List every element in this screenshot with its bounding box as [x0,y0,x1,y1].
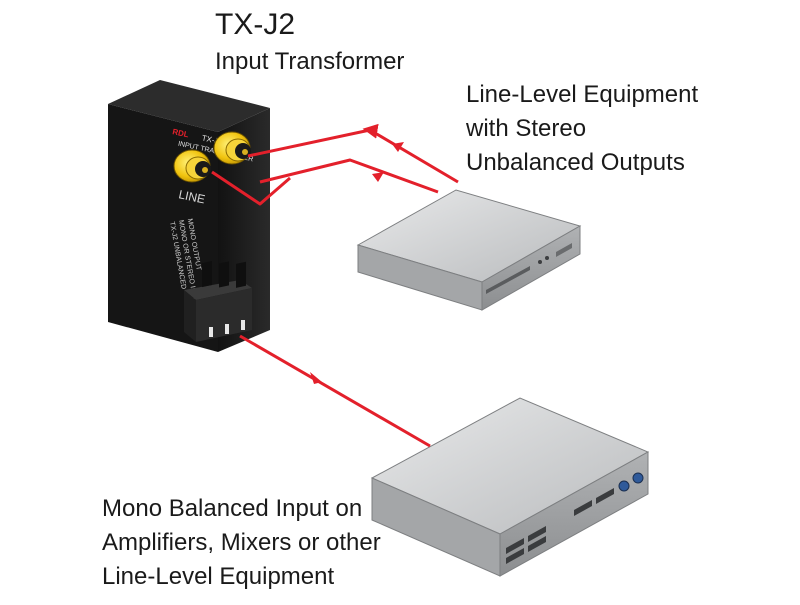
source-display [556,243,572,257]
destination-label-line-2: Amplifiers, Mixers or other [102,529,381,556]
destination-label-line-3: Line-Level Equipment [102,563,335,590]
destination-knob [618,480,630,492]
destination-label: Mono Balanced Input on Amplifiers, Mixer… [102,492,381,594]
destination-knob [632,472,644,484]
device-title: TX-J2 [215,8,296,41]
arrow-left-channel [372,172,384,182]
cable-right-channel [247,123,459,184]
source-label-line-2: with Stereo [466,115,587,142]
destination-label-line-1: Mono Balanced Input on [102,495,363,522]
panel-brand: RDL [172,127,190,139]
arrow-right-channel [392,142,404,152]
source-button [538,260,542,264]
destination-front-controls [506,488,614,564]
source-disc-slot [486,266,530,294]
source-label-line-3: Unbalanced Outputs [466,149,685,176]
source-front [481,225,581,311]
device-subtitle: Input Transformer [215,48,405,75]
source-label-line-1: Line-Level Equipment [466,81,699,108]
signal-cables [211,123,459,448]
device-top-face [108,80,270,132]
tx-j2-device: TX-J2 RDL INPUT TRANSFORMER LINE TX-J2 U… [108,80,270,352]
cable-left-channel [259,158,439,194]
rca-jack-right [213,131,251,165]
source-button [545,256,549,260]
source-equipment [356,189,582,311]
flow-arrows [310,142,404,384]
cable-left-channel-jack [211,170,291,206]
source-label: Line-Level Equipment with Stereo Unbalan… [466,78,698,180]
rca-jack-left [173,149,211,183]
cable-mono-output [239,334,431,448]
destination-equipment [370,397,650,577]
arrow-mono-output [310,372,322,384]
panel-line-label: LINE [177,187,206,206]
terminal-block [184,260,252,342]
